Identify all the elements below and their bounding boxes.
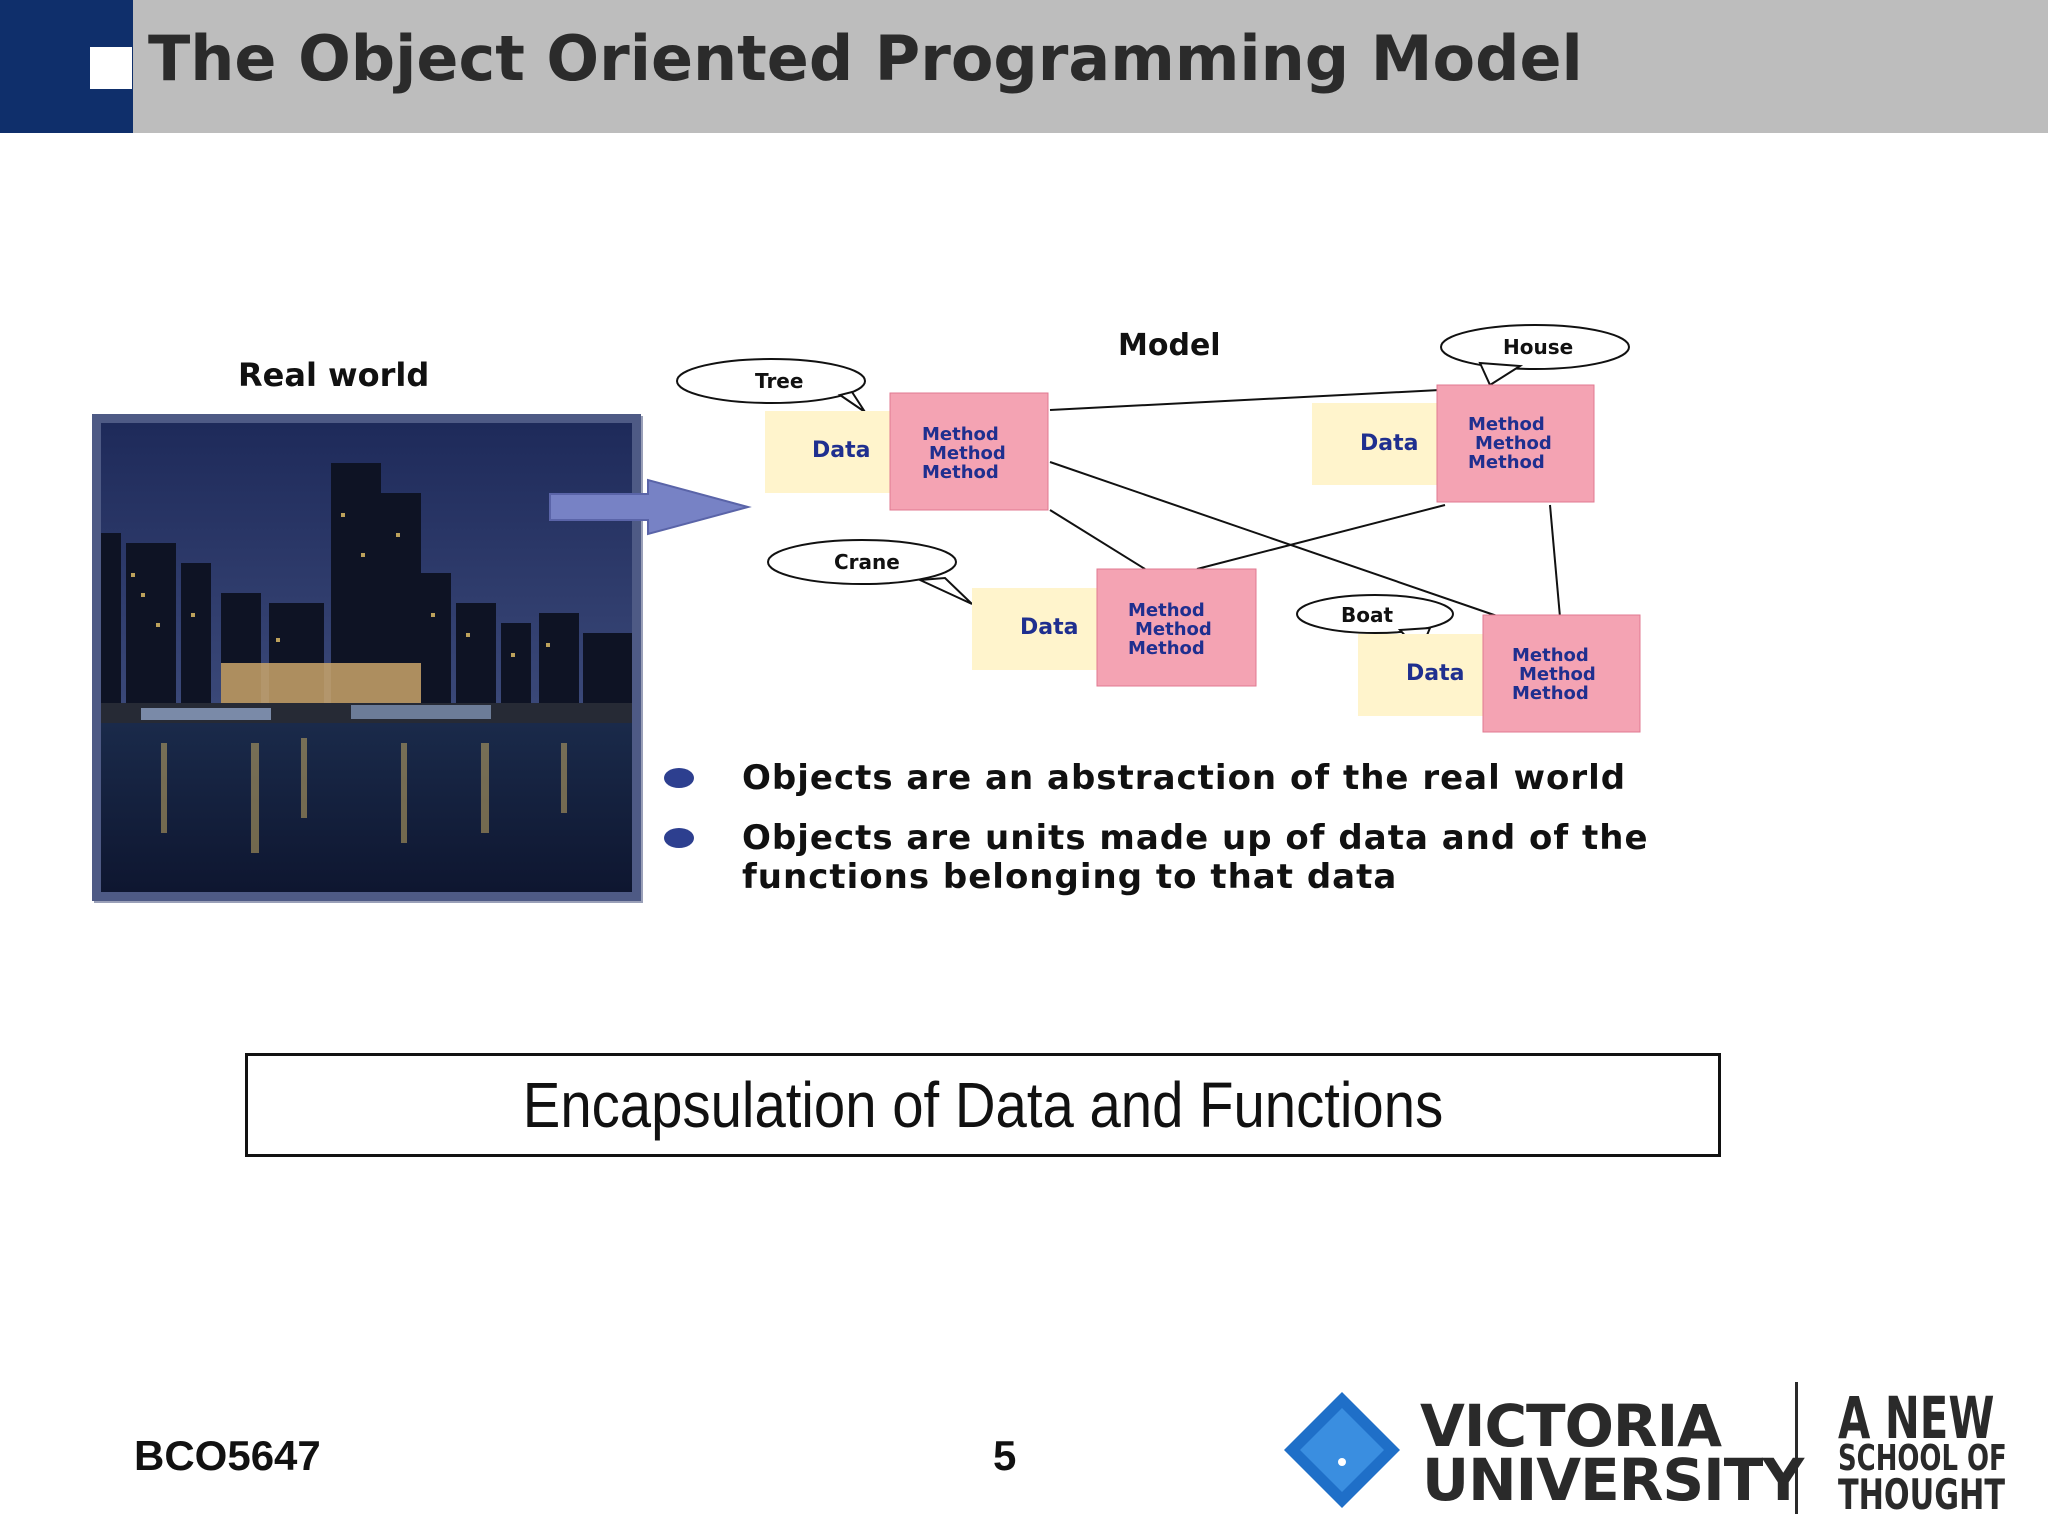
slide-title: The Object Oriented Programming Model — [148, 22, 1583, 95]
house-method-1: Method — [1468, 414, 1545, 435]
tree-method-2: Method — [929, 443, 1006, 464]
title-accent-square — [90, 47, 132, 89]
tree-name: Tree — [755, 369, 803, 393]
right-arrow-icon — [549, 478, 752, 536]
crane-method-2: Method — [1135, 619, 1212, 640]
bullet-dot-1 — [664, 768, 694, 788]
crane-name: Crane — [834, 550, 900, 574]
real-world-label: Real world — [238, 356, 430, 394]
boat-data-box — [1358, 634, 1483, 716]
boat-name: Boat — [1341, 603, 1393, 627]
tree-method-box — [889, 392, 1049, 511]
slogan-line-3: THOUGHT — [1838, 1470, 2005, 1519]
crane-callout — [767, 539, 957, 585]
model-label: Model — [1118, 328, 1221, 363]
title-bar — [0, 0, 2048, 133]
slogan-line-1: A NEW — [1838, 1384, 1995, 1452]
crane-data-box — [972, 588, 1097, 670]
university-name-line-2: UNIVERSITY — [1422, 1446, 1804, 1514]
house-method-3: Method — [1468, 452, 1545, 473]
caption-box: Encapsulation of Data and Functions — [245, 1053, 1721, 1157]
object-tree: Tree Data Method Method Method — [676, 358, 1049, 511]
bullet-2-line-2: functions belonging to that data — [742, 857, 1398, 897]
city-night-photo — [92, 414, 641, 901]
crane-data-label: Data — [1020, 615, 1078, 640]
house-name: House — [1503, 335, 1573, 359]
boat-callout — [1296, 594, 1454, 634]
boat-method-2: Method — [1519, 664, 1596, 685]
tree-data-box — [765, 411, 890, 493]
boat-method-1: Method — [1512, 645, 1589, 666]
slogan-line-2: SCHOOL OF — [1838, 1438, 2007, 1479]
city-skyline-illustration — [101, 423, 632, 892]
object-boat: Boat Data Method Method Method — [1296, 594, 1641, 733]
page-number: 5 — [993, 1432, 1017, 1479]
house-method-2: Method — [1475, 433, 1552, 454]
house-method-box — [1436, 384, 1595, 503]
house-callout — [1440, 324, 1630, 370]
crane-method-box — [1096, 568, 1257, 687]
object-house: House Data Method Method Method — [1312, 324, 1630, 503]
crane-method-1: Method — [1128, 600, 1205, 621]
house-data-box — [1312, 403, 1437, 485]
tree-method-1: Method — [922, 424, 999, 445]
tree-data-label: Data — [812, 438, 870, 463]
footer-divider — [1795, 1382, 1798, 1514]
boat-method-box — [1482, 614, 1641, 733]
university-name-line-1: VICTORIA — [1420, 1392, 1722, 1460]
crane-method-3: Method — [1128, 638, 1205, 659]
victoria-university-logo-icon — [1284, 1392, 1400, 1508]
bullet-dot-2 — [664, 828, 694, 848]
object-crane: Crane Data Method Method Method — [767, 539, 1257, 687]
bullet-1-line-1: Objects are an abstraction of the real w… — [742, 758, 1627, 798]
boat-method-3: Method — [1512, 683, 1589, 704]
object-connections — [1049, 389, 1561, 618]
course-code: BCO5647 — [134, 1432, 321, 1479]
tree-callout — [676, 358, 866, 404]
bullet-2-line-1: Objects are units made up of data and of… — [742, 818, 1649, 858]
tree-method-3: Method — [922, 462, 999, 483]
house-data-label: Data — [1360, 431, 1418, 456]
boat-data-label: Data — [1406, 661, 1464, 686]
caption: Encapsulation of Data and Functions — [522, 1069, 1444, 1141]
